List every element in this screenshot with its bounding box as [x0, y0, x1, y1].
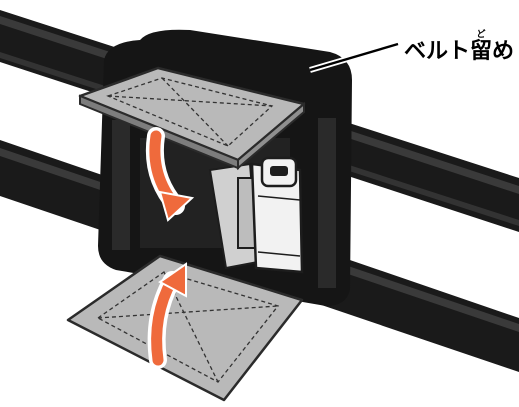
curved-arrow-up-icon	[147, 262, 187, 369]
curved-arrow-down-icon	[145, 127, 195, 222]
label-kanji-with-reading: 留ど	[470, 30, 493, 64]
upper-flap	[78, 66, 306, 171]
belt-clip-label: ベルト留どめ	[404, 30, 514, 63]
callout-leader	[309, 41, 399, 73]
lower-flap	[66, 254, 304, 402]
label-after: め	[492, 39, 515, 64]
label-reading: ど	[470, 30, 493, 40]
label-before: ベルト	[404, 39, 471, 64]
label-kanji: 留	[470, 39, 493, 64]
buckle	[208, 156, 304, 274]
